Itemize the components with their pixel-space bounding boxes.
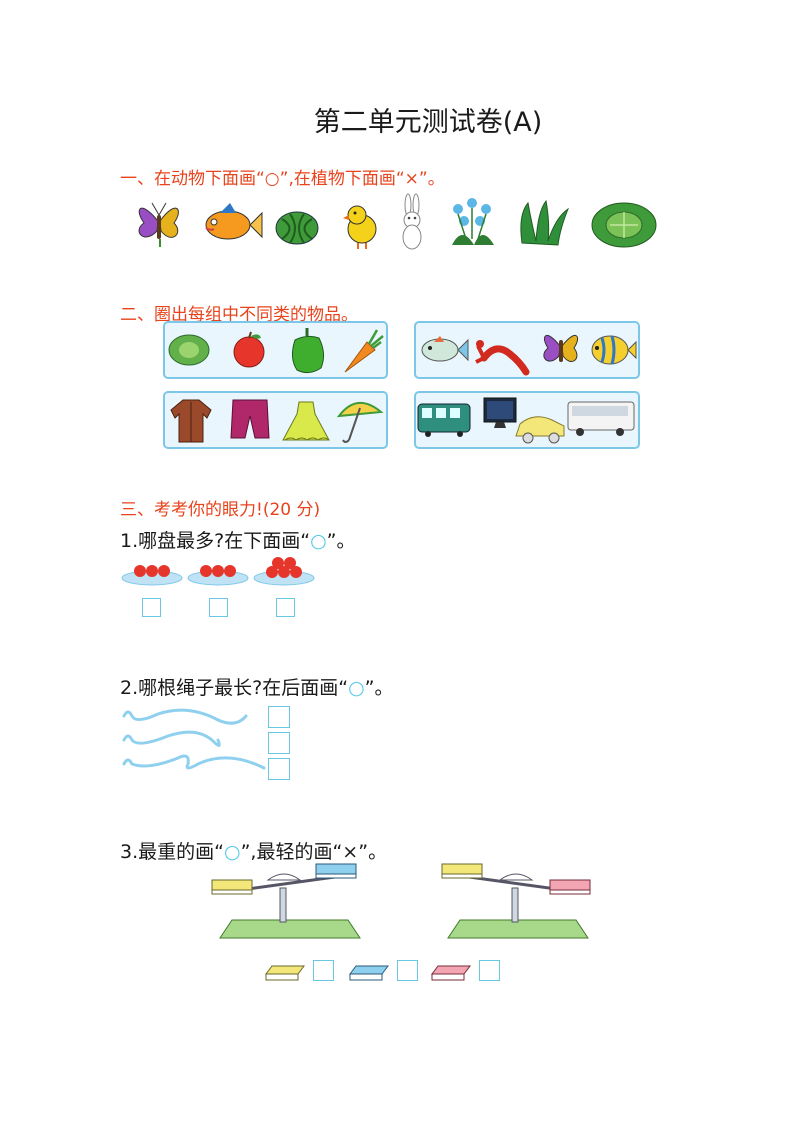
group-4-pictures [417,397,635,444]
plate-2 [187,565,249,586]
ropes [122,708,266,770]
plate-1 [121,565,183,586]
question-3: 3.最重的画“○”,最轻的画“×”。 [120,837,387,864]
question-2-prefix: 2.哪根绳子最长?在后面画“ [120,677,349,699]
section-2-heading: 二、圈出每组中不同类的物品。 [120,305,358,325]
tropical-fish-icon [591,335,637,365]
book-pink-answer [431,965,471,981]
circle-mark: ○ [310,530,327,552]
bus-icon [567,401,635,436]
flower-icon [452,198,494,245]
butterfly-icon [138,202,179,247]
answer-box-rope-2[interactable] [268,732,290,754]
question-2: 2.哪根绳子最长?在后面画“○”。 [120,673,394,700]
rope-2 [122,730,221,747]
car-icon [515,416,565,444]
fish-icon [205,203,263,240]
butterfly-icon [543,335,578,362]
section-3-heading: 三、考考你的眼力!(20 分) [120,500,321,520]
chick-icon [343,205,377,249]
page-title: 第二单元测试卷(A) [313,107,543,138]
rope-3 [122,754,266,770]
pepper-icon [291,328,325,374]
book-blue [315,863,357,879]
rope-1 [122,708,248,725]
cabbage-icon [168,334,210,366]
group-3-pictures [170,399,384,443]
question-3-prefix: 3.最重的画“ [120,841,224,863]
question-2-suffix: ”。 [364,677,394,699]
book-yellow-answer [265,965,305,981]
group-1-pictures [168,328,384,374]
lobster-icon [475,340,530,376]
answer-box-rope-3[interactable] [268,758,290,780]
shorts-icon [230,399,270,439]
answer-box-plate-3[interactable] [276,598,295,617]
book-yellow [211,879,253,895]
train-icon [417,403,471,437]
book-pink [549,879,591,895]
umbrella-icon [336,402,384,443]
dress-icon [282,401,330,441]
answer-box-yellow-book[interactable] [313,960,334,981]
balance-scale-1 [211,863,361,939]
watermelon-icon [275,211,319,245]
book-blue-answer [349,965,389,981]
fish-icon [421,336,469,362]
plate-3 [253,557,315,586]
circle-mark: ○ [348,677,365,699]
section-1-pictures [138,193,657,250]
apple-icon [233,331,265,368]
section-1-heading: 一、在动物下面画“○”,在植物下面画“×”。 [120,169,445,189]
question-1-prefix: 1.哪盘最多?在下面画“ [120,530,311,552]
group-2-pictures [421,335,637,376]
cabbage-icon [591,202,657,248]
answer-box-blue-book[interactable] [397,960,418,981]
book-yellow [441,863,483,879]
answer-box-rope-1[interactable] [268,706,290,728]
monitor-icon [483,397,517,428]
question-1: 1.哪盘最多?在下面画“○”。 [120,526,356,553]
coat-icon [170,399,212,443]
question-1-suffix: ”。 [326,530,356,552]
circle-mark: ○ [223,841,241,863]
carrot-icon [344,329,384,373]
question-3-middle: ”,最轻的画“×”。 [240,841,388,863]
balance-scale-2 [441,863,591,939]
grass-icon [520,199,570,246]
answer-box-plate-1[interactable] [142,598,161,617]
rabbit-icon [402,193,422,250]
answer-box-plate-2[interactable] [209,598,228,617]
apple-plates [121,557,315,586]
answer-box-pink-book[interactable] [479,960,500,981]
